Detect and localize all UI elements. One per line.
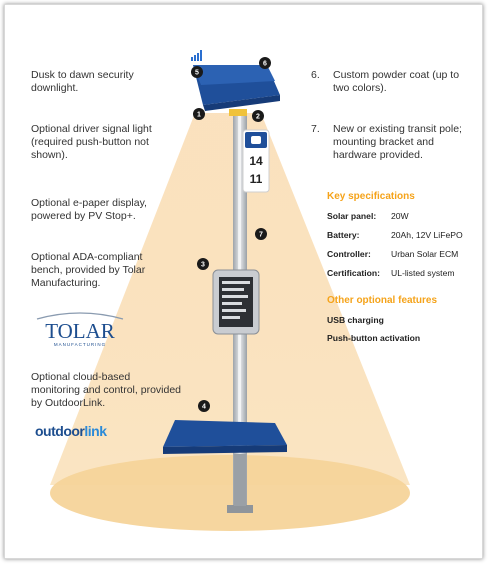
other-features-heading: Other optional features [327, 295, 438, 306]
feature-bench: Optional ADA-compliant bench, provided b… [31, 251, 146, 289]
svg-text:MANUFACTURING: MANUFACTURING [54, 342, 106, 347]
other-feature-item: Push-button activation [327, 333, 421, 343]
outdoorlink-logo: outdoorlink [35, 423, 107, 439]
callout-5: 5 [191, 66, 203, 78]
feature-transit-pole: New or existing transit pole; mounting b… [333, 123, 462, 161]
signal-icon [191, 50, 202, 61]
spec-value: Urban Solar ECM [391, 249, 459, 259]
pole-base [227, 505, 253, 513]
feature-downlight: Dusk to dawn security downlight. [31, 69, 134, 94]
feature-epaper: Optional e-paper display, powered by PV … [31, 197, 147, 222]
feature-signal-light: Optional driver signal light (required p… [31, 123, 152, 161]
sign-number-2: 11 [250, 172, 263, 186]
other-feature-item: USB charging [327, 315, 384, 325]
svg-text:TOLAR: TOLAR [45, 319, 115, 343]
spec-row: Controller: [327, 249, 371, 259]
spec-row: Certification: [327, 268, 380, 278]
callout-6: 6 [259, 57, 271, 69]
svg-text:7: 7 [259, 232, 263, 239]
spec-value: 20Ah, 12V LiFePO [391, 230, 463, 240]
feature-powder-coat: Custom powder coat (up to two colors). [333, 69, 460, 94]
svg-text:1: 1 [197, 112, 201, 119]
spec-row: Battery: [327, 230, 360, 240]
spec-value: UL-listed system [391, 268, 455, 278]
svg-text:6: 6 [263, 61, 267, 68]
bench-leg [234, 454, 246, 506]
svg-text:5: 5 [195, 70, 199, 77]
feature-monitoring: Optional cloud-based monitoring and cont… [31, 371, 182, 409]
sign-number-1: 14 [249, 154, 263, 168]
spec-value: 20W [391, 211, 409, 221]
callout-7: 7 [255, 228, 267, 240]
feature-6-number: 6. [311, 69, 320, 81]
solar-pole-illustration: 1 2 3 4 5 6 7 14 11 [50, 50, 410, 531]
svg-text:2: 2 [256, 114, 260, 121]
light-pool [50, 455, 410, 531]
tolar-logo: TOLAR MANUFACTURING [35, 311, 125, 349]
callout-3: 3 [197, 258, 209, 270]
callout-1: 1 [193, 108, 205, 120]
callout-4: 4 [198, 400, 210, 412]
feature-7-number: 7. [311, 123, 320, 135]
bench-seat [163, 420, 287, 447]
spec-row: Solar panel: [327, 211, 377, 221]
svg-text:4: 4 [202, 404, 206, 411]
svg-text:3: 3 [201, 262, 205, 269]
key-specs-heading: Key specifications [327, 191, 415, 202]
callout-2: 2 [252, 110, 264, 122]
product-sheet: 1 2 3 4 5 6 7 14 11 Dusk to dawn securit… [4, 4, 483, 559]
